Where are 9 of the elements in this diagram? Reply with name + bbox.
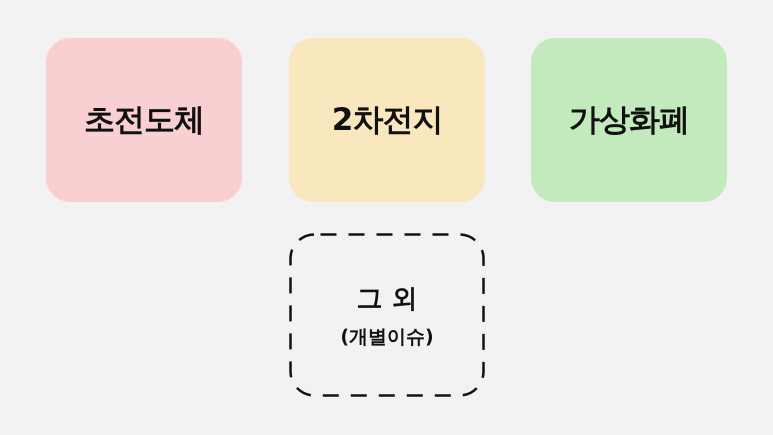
box-title: 가상화폐	[569, 101, 689, 140]
box-title: 그 외	[356, 282, 418, 316]
topic-box	[289, 38, 485, 202]
topic-box	[531, 38, 727, 202]
topic-box	[46, 38, 242, 202]
dashed-box	[289, 233, 485, 397]
box-title: 2차전지	[332, 101, 442, 140]
box-title: 초전도체	[84, 101, 204, 140]
box-subtitle: (개별이슈)	[340, 324, 434, 350]
